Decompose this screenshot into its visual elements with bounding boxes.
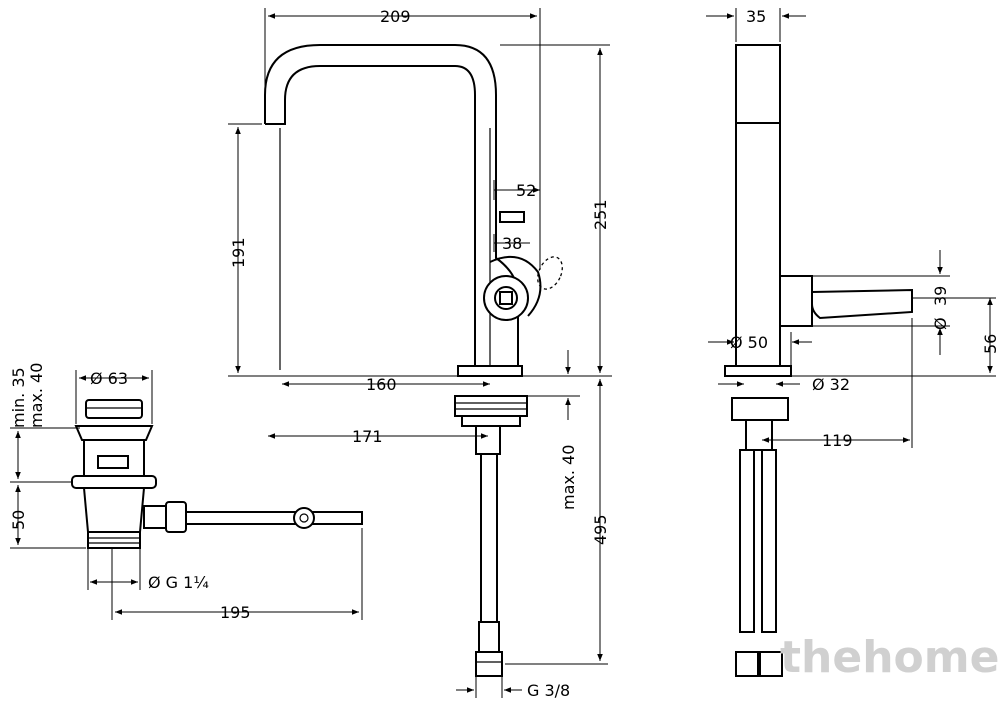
side-hose-right bbox=[761, 449, 777, 633]
side-dimensions: 35 39 Ø 56 Ø 50 Ø 32 119 bbox=[706, 7, 1000, 450]
label-35: 35 bbox=[746, 7, 766, 26]
pull-rod bbox=[186, 511, 363, 525]
shank bbox=[475, 425, 501, 455]
waste-flange bbox=[74, 425, 154, 441]
mount-washer bbox=[461, 415, 521, 427]
hose-ferrule bbox=[478, 621, 500, 653]
label-195: 195 bbox=[220, 603, 251, 622]
handle-arm bbox=[489, 255, 542, 317]
side-connector-right bbox=[759, 651, 783, 677]
side-lever bbox=[811, 288, 913, 320]
label-52: 52 bbox=[516, 181, 536, 200]
front-dimensions: 209 52 38 251 191 160 171 max. 40 495 G … bbox=[228, 7, 612, 700]
waste-side-fitting bbox=[165, 501, 187, 533]
side-body-lower bbox=[735, 122, 781, 371]
label-g38: G 3/8 bbox=[527, 681, 570, 700]
waste-body-lower bbox=[82, 487, 146, 533]
waste-overflow-slot bbox=[97, 455, 129, 469]
mount-nut bbox=[454, 395, 528, 417]
label-min35: min. 35 bbox=[9, 367, 28, 428]
label-119: 119 bbox=[822, 431, 853, 450]
pull-rod-clamp bbox=[293, 507, 315, 529]
supply-hose bbox=[480, 453, 498, 633]
side-hose-left bbox=[739, 449, 755, 633]
label-209: 209 bbox=[380, 7, 411, 26]
pull-rod-clamp-inner bbox=[299, 513, 309, 523]
label-56: 56 bbox=[981, 334, 1000, 354]
label-dia32: Ø 32 bbox=[812, 375, 850, 394]
side-connector-left bbox=[735, 651, 759, 677]
lever-nub bbox=[499, 211, 525, 223]
side-body-upper bbox=[735, 44, 781, 124]
side-lever-housing bbox=[779, 275, 813, 327]
label-251: 251 bbox=[591, 199, 610, 230]
label-dia63: Ø 63 bbox=[90, 369, 128, 388]
label-50-waste: 50 bbox=[9, 510, 28, 530]
label-max40: max. 40 bbox=[559, 445, 578, 510]
waste-valve-view bbox=[71, 399, 363, 549]
waste-plug-cap bbox=[85, 399, 143, 419]
waste-body-upper bbox=[83, 439, 145, 477]
label-max40-waste: max. 40 bbox=[27, 363, 46, 428]
base-plate bbox=[457, 365, 523, 377]
label-g114: Ø G 1¼ bbox=[148, 573, 209, 592]
label-dia-small: Ø bbox=[931, 317, 950, 330]
side-shank bbox=[745, 419, 773, 451]
side-base-plate bbox=[724, 365, 792, 377]
mixer-side-view bbox=[724, 44, 913, 677]
watermark: thehome bbox=[780, 632, 999, 683]
waste-dimensions: Ø 63 min. 35 max. 40 50 Ø G 1¼ 195 bbox=[9, 363, 363, 622]
label-38: 38 bbox=[502, 234, 522, 253]
label-dia50: Ø 50 bbox=[730, 333, 768, 352]
handle-knob bbox=[499, 291, 513, 305]
label-171: 171 bbox=[352, 427, 383, 446]
spout-outline bbox=[264, 44, 497, 370]
waste-side-outlet bbox=[143, 505, 169, 529]
label-495: 495 bbox=[591, 514, 610, 545]
hose-connector bbox=[475, 651, 503, 677]
label-191: 191 bbox=[229, 237, 248, 268]
waste-thread bbox=[87, 531, 141, 549]
waste-nut bbox=[71, 475, 157, 489]
side-nut bbox=[731, 397, 789, 421]
label-160: 160 bbox=[366, 375, 397, 394]
label-39: 39 bbox=[931, 286, 950, 306]
mixer-front-view bbox=[264, 44, 563, 677]
